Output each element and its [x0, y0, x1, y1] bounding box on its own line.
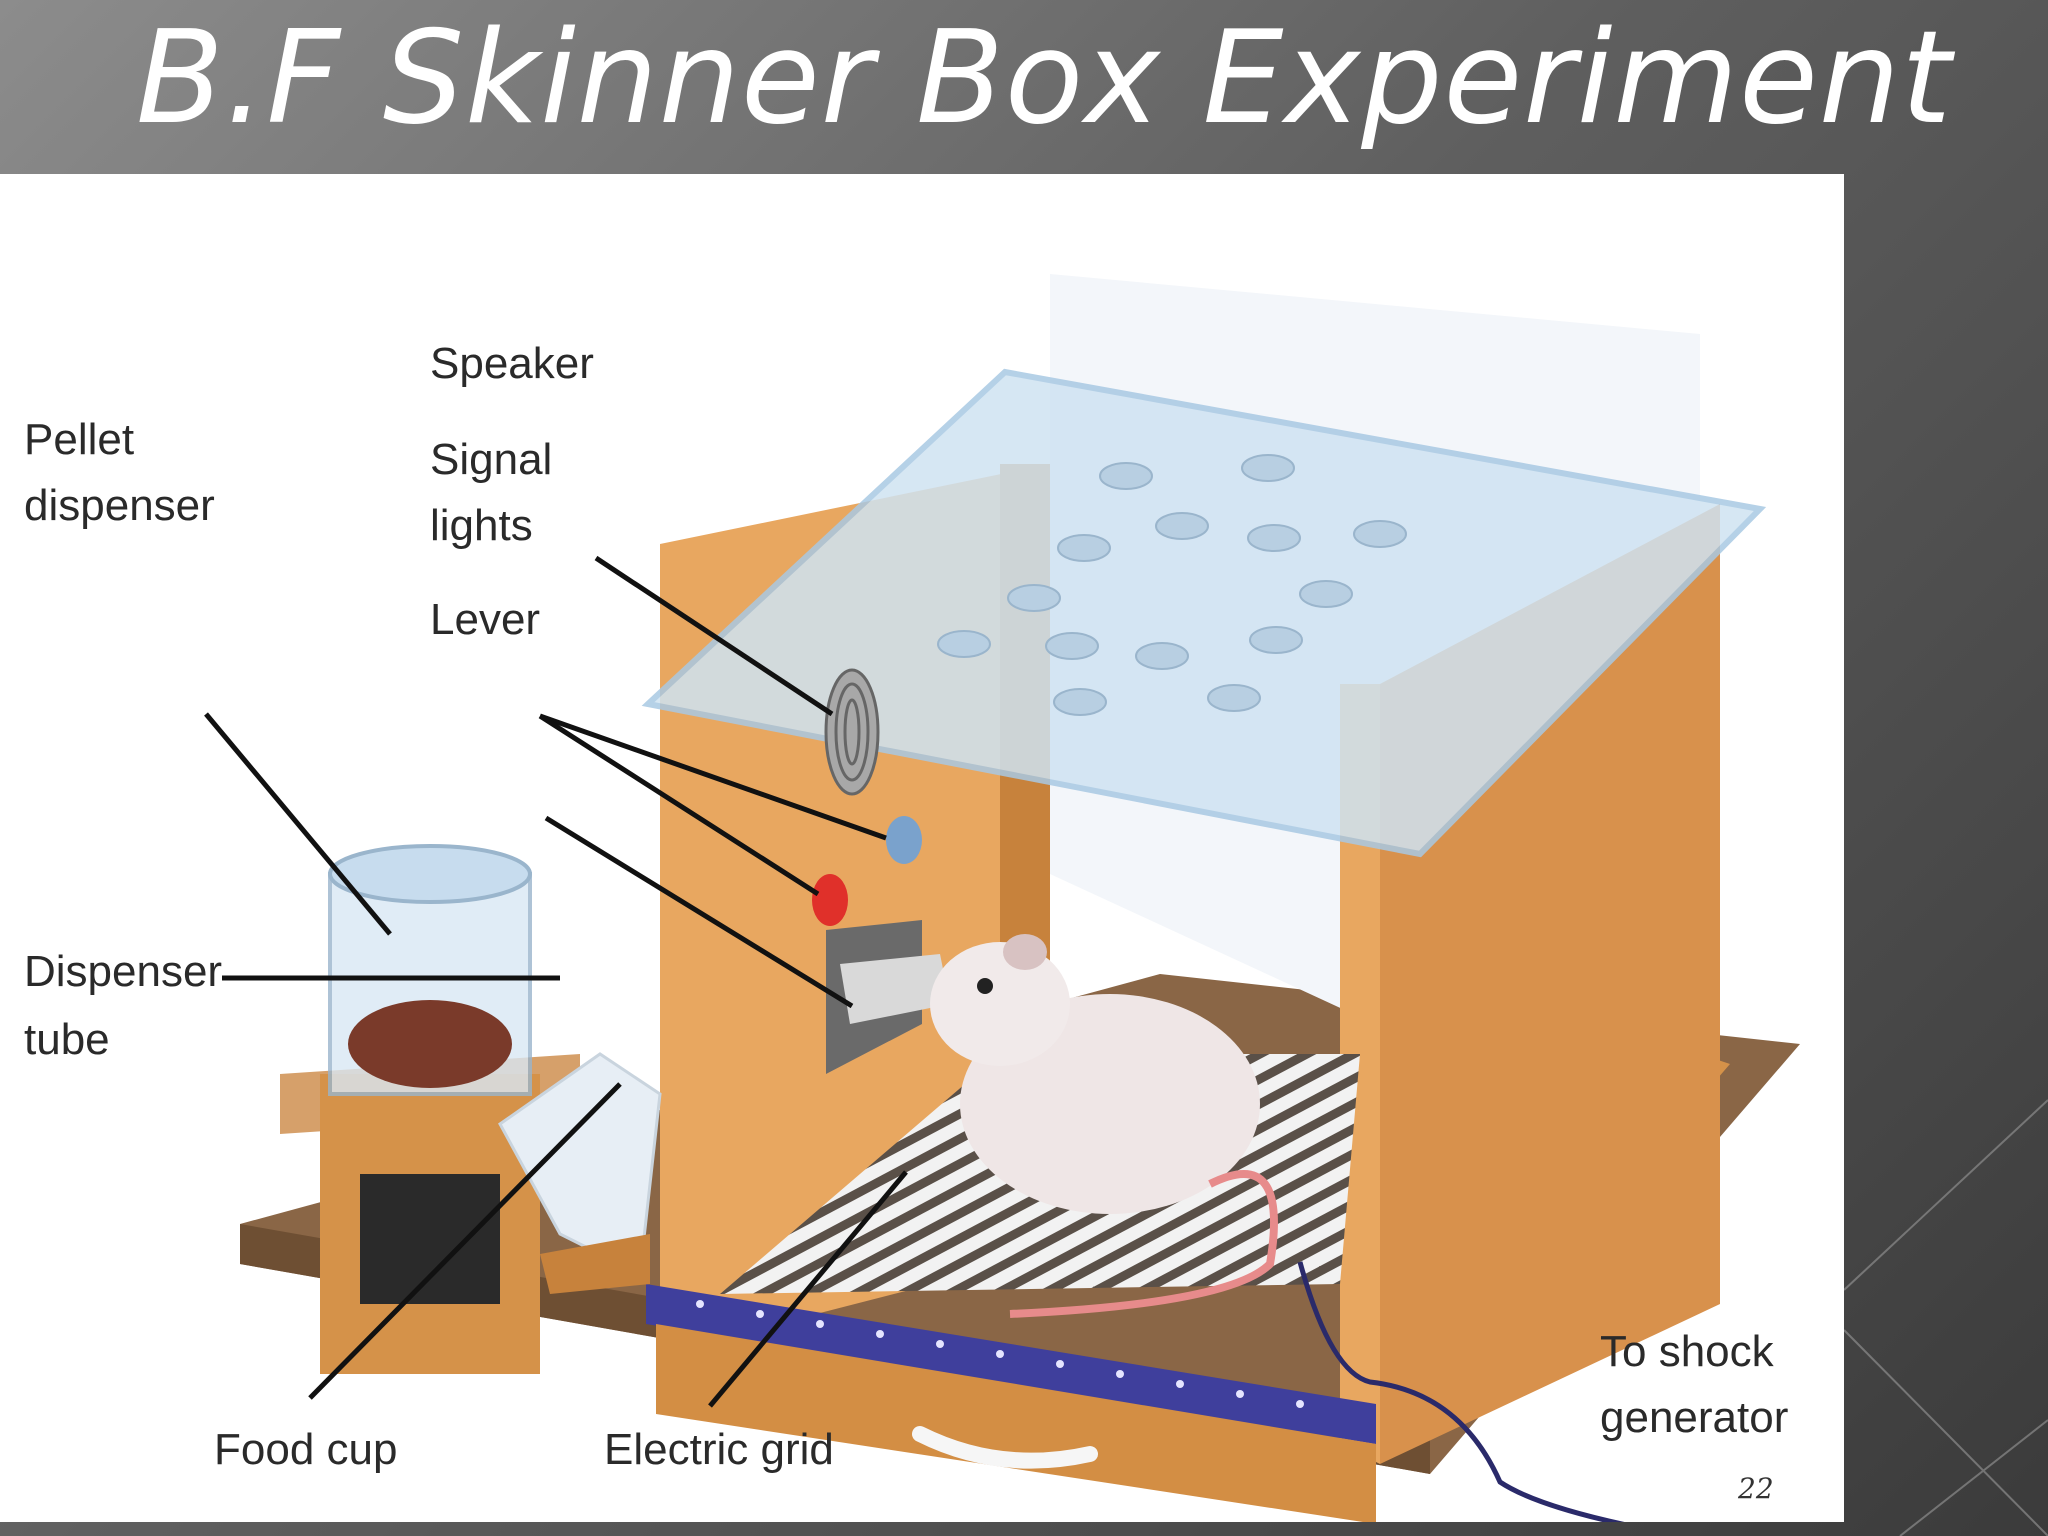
page-number: 22	[1738, 1472, 1774, 1505]
label-shock-line2: generator	[1600, 1393, 1788, 1442]
label-dispenser-tube-line2: tube	[24, 1015, 110, 1064]
skinner-box-illustration: Speaker Signal lights Lever Pellet dispe…	[24, 274, 1800, 1522]
grid-rail	[646, 1284, 1376, 1444]
signal-light-red	[812, 874, 848, 926]
drawer-handle	[912, 1426, 1098, 1469]
skinner-box-figure: Speaker Signal lights Lever Pellet dispe…	[0, 174, 1844, 1522]
slide-title: B.F Skinner Box Experiment	[136, 4, 1953, 153]
speaker-grille	[824, 668, 880, 796]
food-cup	[540, 1234, 650, 1294]
label-signal-lights-line2: lights	[430, 501, 533, 550]
label-speaker: Speaker	[430, 339, 594, 388]
label-dispenser-tube-line1: Dispenser	[24, 947, 222, 996]
label-pellet-dispenser-line2: dispenser	[24, 481, 215, 530]
label-signal-lights-line1: Signal	[430, 435, 552, 484]
label-food-cup: Food cup	[214, 1425, 397, 1474]
dispenser-tube	[498, 1052, 662, 1277]
label-lever: Lever	[430, 595, 540, 644]
signal-light-blue	[886, 816, 922, 864]
label-shock-line1: To shock	[1600, 1327, 1775, 1376]
label-electric-grid: Electric grid	[604, 1425, 834, 1474]
rat	[930, 934, 1278, 1318]
glass-lid	[641, 368, 1767, 858]
drawer	[656, 1324, 1376, 1522]
label-pellet-dispenser-line1: Pellet	[24, 415, 134, 464]
